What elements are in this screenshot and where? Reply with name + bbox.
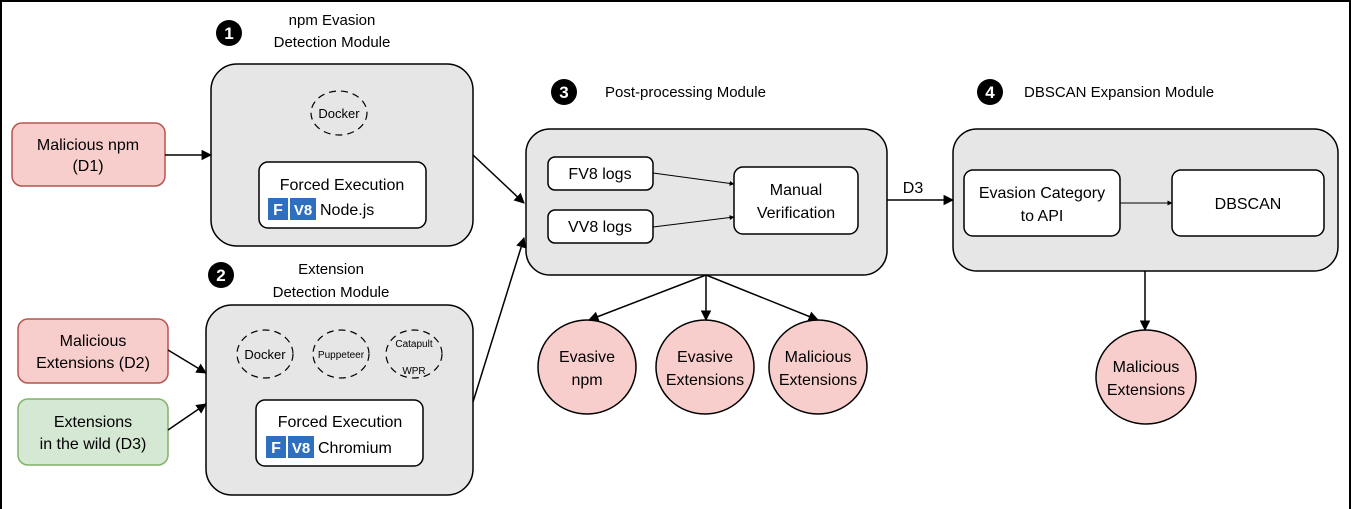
module-3-badge — [551, 79, 577, 105]
arrow-module2-to-module3 — [472, 236, 527, 403]
puppeteer-label: Puppeteer — [318, 350, 365, 361]
fv8-logo-icon-2: F V8 — [266, 436, 314, 458]
manual-verification-box — [733, 166, 859, 235]
final-malicious-extensions-line2: Extensions — [1107, 382, 1185, 399]
svg-text:F: F — [273, 202, 283, 219]
forced-execution-label-1: Forced Execution — [280, 177, 405, 194]
arrow-to-evasive-npm — [588, 274, 707, 322]
manual-verification-line2: Verification — [757, 205, 835, 222]
arrows — [165, 149, 1173, 431]
malicious-extensions-output — [768, 319, 868, 415]
module-4-title: DBSCAN Expansion Module — [1024, 84, 1214, 101]
arrow-wild-to-module2 — [167, 403, 207, 431]
module-1-badge — [216, 20, 242, 46]
final-malicious-extensions-line1: Malicious — [1113, 359, 1180, 376]
docker-label-1: Docker — [318, 106, 360, 121]
chromium-label: Chromium — [318, 440, 392, 457]
arrow-fv8-to-manual — [652, 172, 735, 186]
docker-label-2: Docker — [244, 347, 286, 362]
svg-text:V8: V8 — [292, 440, 310, 457]
node-js-label: Node.js — [320, 202, 374, 219]
evasive-npm-line2: npm — [571, 372, 602, 389]
extension-detection-module: 2 Extension Detection Module Docker Pupp… — [205, 261, 474, 496]
npm-evasion-module: 1 npm Evasion Detection Module Docker Fo… — [210, 12, 474, 247]
malicious-extensions-line2: Extensions (D2) — [36, 355, 150, 372]
edge-label-d3: D3 — [903, 180, 924, 197]
malicious-npm-input — [11, 122, 166, 187]
malicious-extensions-line1: Malicious — [60, 333, 127, 350]
evasion-category-line1: Evasion Category — [979, 185, 1105, 202]
arrow-vv8-to-manual — [652, 215, 735, 228]
malicious-npm-line1: Malicious npm — [37, 137, 139, 154]
svg-text:F: F — [271, 440, 281, 457]
evasive-npm-output — [537, 319, 637, 415]
module-2-title-line2: Detection Module — [273, 284, 390, 301]
post-processing-module: 3 Post-processing Module FV8 logs VV8 lo… — [525, 79, 888, 276]
module-4-number: 4 — [985, 83, 995, 102]
catapult-node — [385, 329, 443, 379]
malicious-extensions-input — [17, 318, 169, 384]
arrow-ext-to-module2 — [167, 349, 207, 374]
extensions-wild-input — [17, 398, 169, 466]
vv8-logs-label: VV8 logs — [568, 219, 632, 236]
module-2-badge — [208, 262, 234, 288]
catapult-label-line2: WPR — [402, 366, 425, 377]
evasive-extensions-line1: Evasive — [677, 349, 733, 366]
module-1-title-line2: Detection Module — [274, 34, 391, 51]
arrow-to-malicious-extensions — [705, 274, 819, 322]
extensions-wild-line2: in the wild (D3) — [40, 436, 147, 453]
catapult-label-line1: Catapult — [395, 339, 432, 350]
malicious-extensions-out-line2: Extensions — [779, 372, 857, 389]
evasion-category-box — [963, 169, 1121, 237]
evasive-extensions-output — [655, 319, 755, 415]
docker-node-2 — [236, 329, 294, 379]
evasion-category-line2: to API — [1021, 208, 1064, 225]
output-nodes: Evasive npm Evasive Extensions Malicious… — [537, 319, 1197, 425]
puppeteer-node — [312, 329, 370, 379]
malicious-npm-line2: (D1) — [72, 158, 103, 175]
module-1-number: 1 — [224, 24, 233, 43]
final-malicious-extensions-output — [1095, 329, 1197, 425]
module-4-badge — [977, 79, 1003, 105]
dbscan-label: DBSCAN — [1215, 196, 1282, 213]
input-nodes: Malicious npm (D1) Malicious Extensions … — [11, 122, 169, 466]
fv8-logs-label: FV8 logs — [568, 166, 631, 183]
svg-text:V8: V8 — [294, 202, 312, 219]
fv8-logo-icon: F V8 — [268, 198, 316, 220]
evasive-extensions-line2: Extensions — [666, 372, 744, 389]
module-3-title: Post-processing Module — [605, 84, 766, 101]
forced-execution-label-2: Forced Execution — [278, 414, 403, 431]
malicious-extensions-out-line1: Malicious — [785, 349, 852, 366]
module-2-number: 2 — [216, 266, 225, 285]
module-1-title-line1: npm Evasion — [289, 12, 376, 29]
extensions-wild-line1: Extensions — [54, 414, 132, 431]
module-3-number: 3 — [559, 83, 568, 102]
dbscan-expansion-module: 4 DBSCAN Expansion Module Evasion Catego… — [952, 79, 1339, 272]
module-2-title-line1: Extension — [298, 261, 364, 278]
docker-node-1 — [310, 90, 368, 136]
manual-verification-line1: Manual — [770, 182, 822, 199]
arrow-module1-to-module3 — [472, 154, 525, 204]
evasive-npm-line1: Evasive — [559, 349, 615, 366]
